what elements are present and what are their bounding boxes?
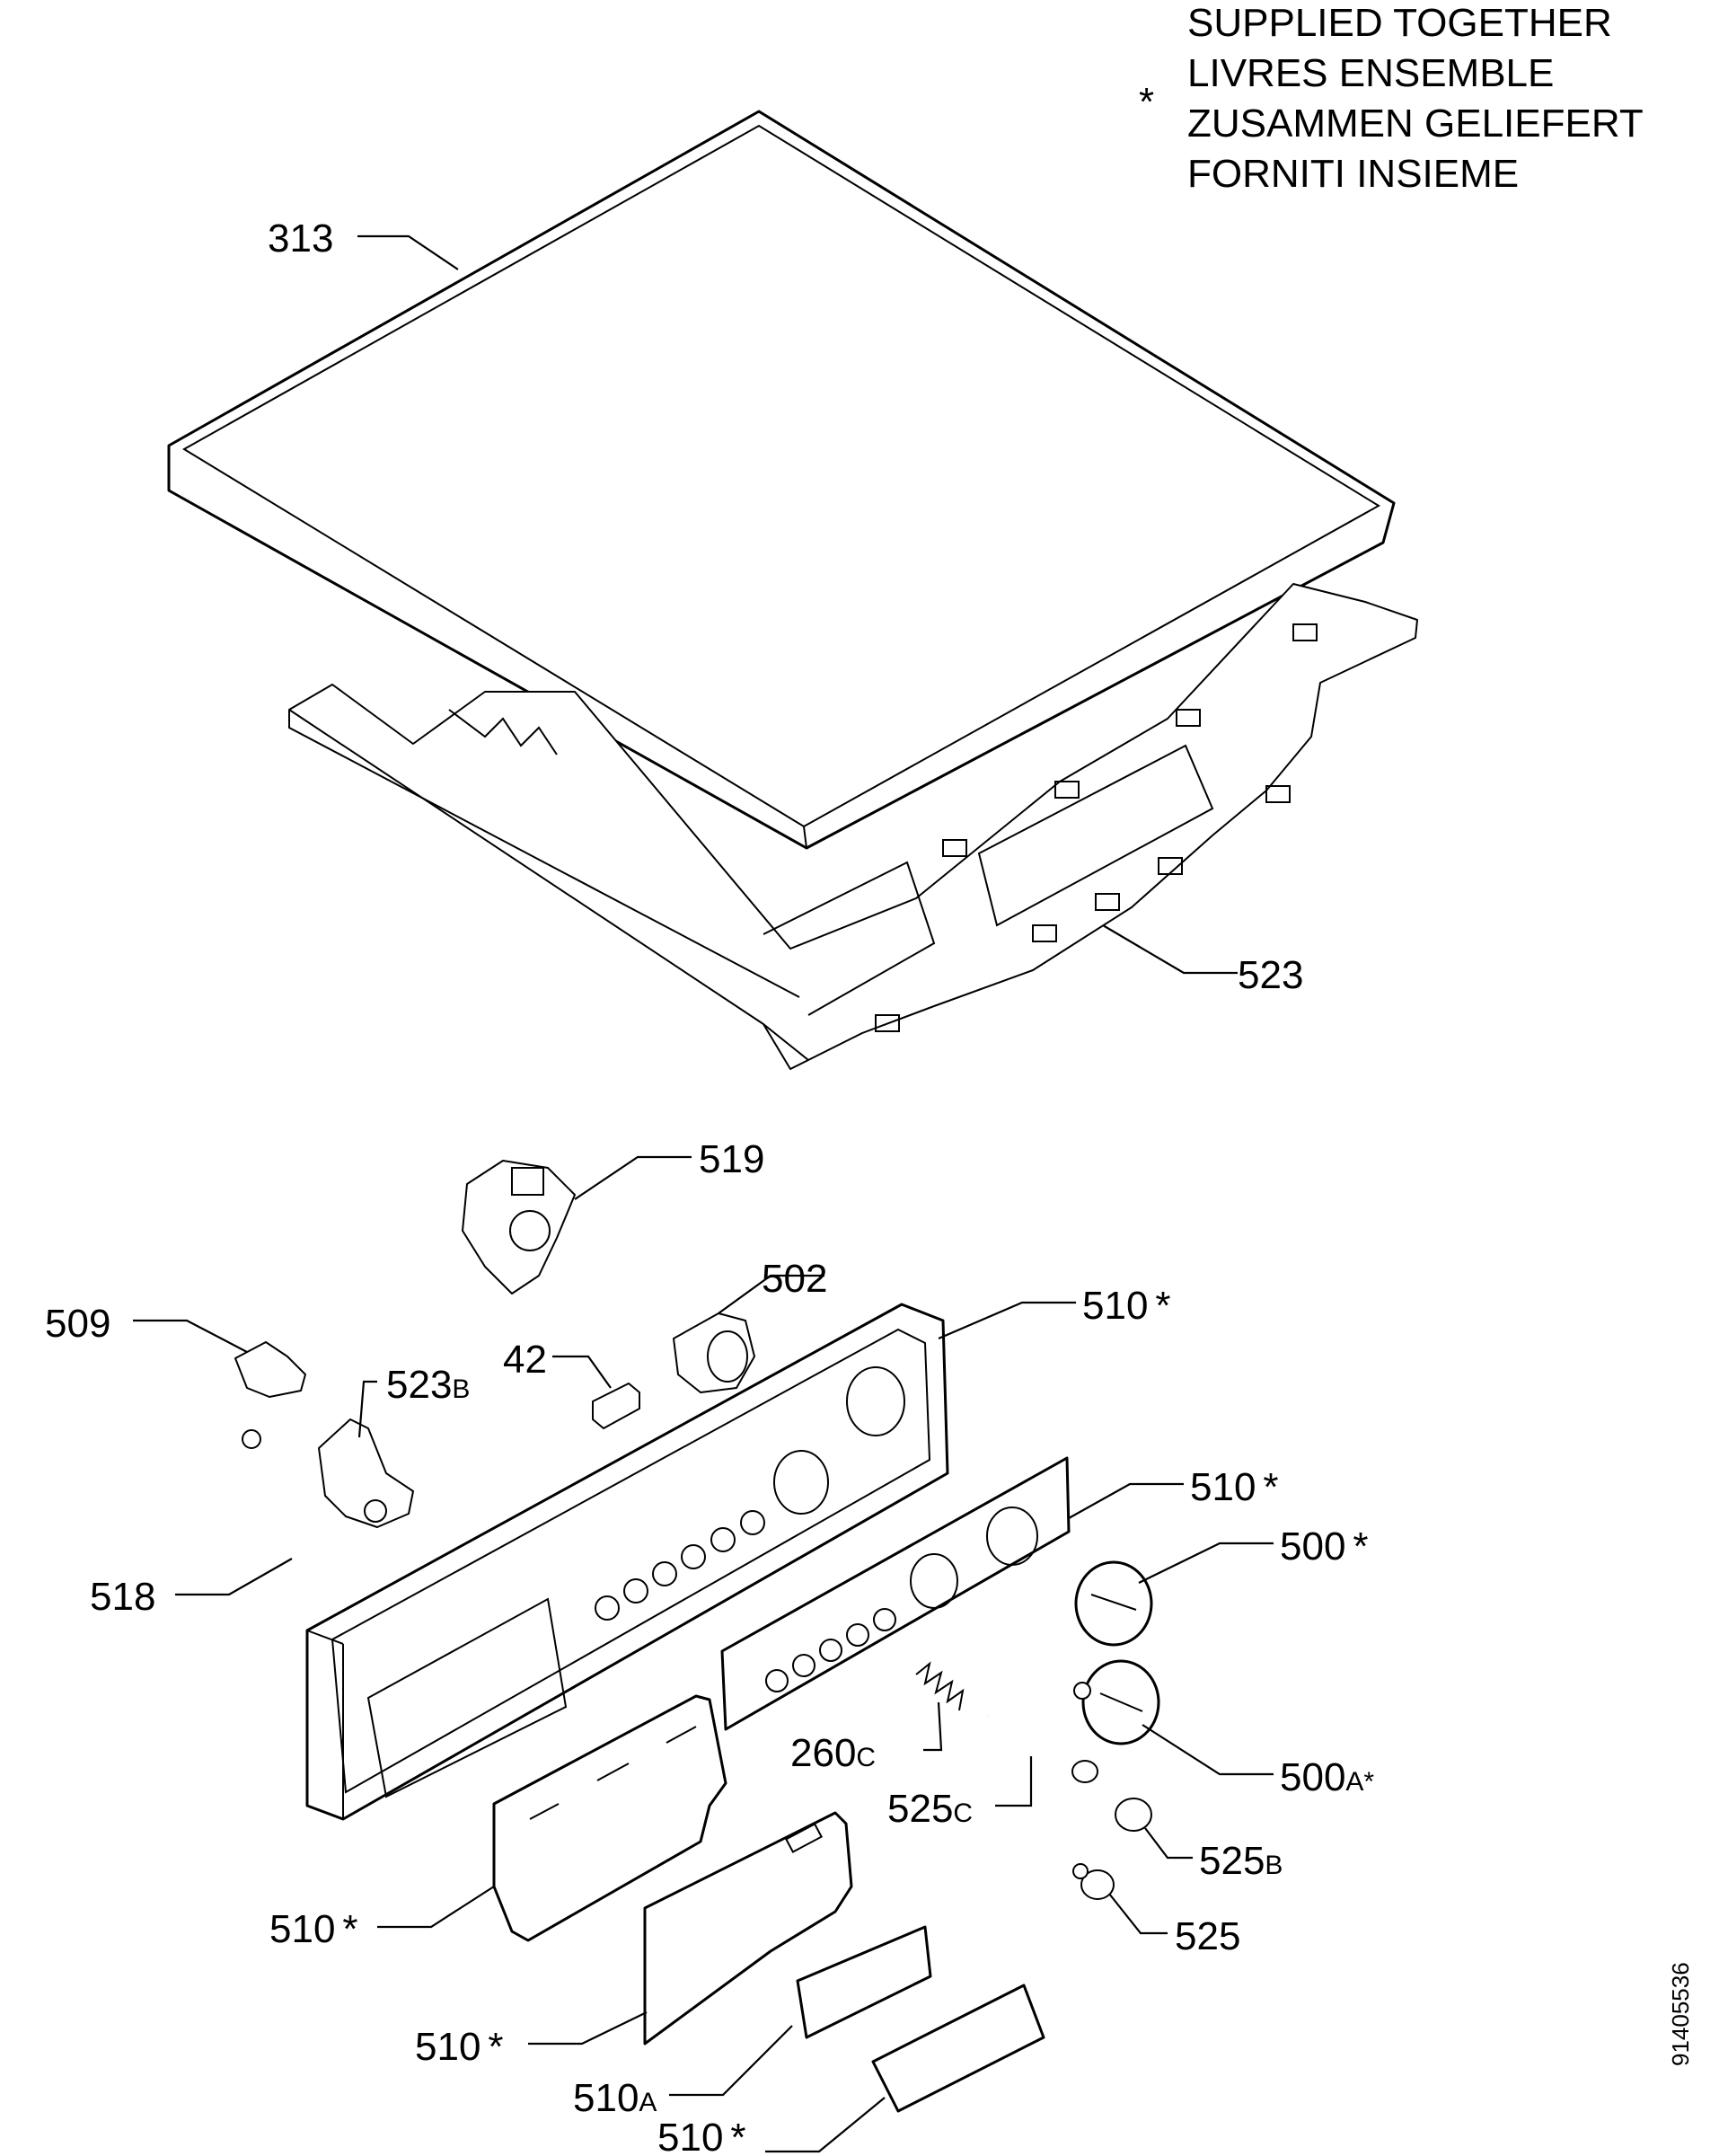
part-500a-knob xyxy=(1073,1659,1160,1745)
part-502 xyxy=(673,1312,755,1393)
label-260c: 260C xyxy=(790,1731,876,1775)
part-525c-shaft xyxy=(987,1714,1098,1783)
legend-line-1: SUPPLIED TOGETHER xyxy=(1187,1,1612,45)
label-509: 509 xyxy=(45,1302,110,1346)
part-500-knob xyxy=(1074,1560,1153,1647)
label-523b: 523B xyxy=(386,1363,470,1407)
label-510-c: 510* xyxy=(269,1907,358,1951)
label-510a: 510A xyxy=(573,2076,657,2120)
part-510-control-panel xyxy=(305,1303,949,1821)
legend-asterisk: * xyxy=(1139,80,1154,124)
part-519 xyxy=(462,1160,576,1294)
label-510-b: 510* xyxy=(1190,1465,1279,1509)
legend-line-3: ZUSAMMEN GELIEFERT xyxy=(1187,102,1644,146)
part-260c-spring xyxy=(915,1661,965,1711)
part-523-frame xyxy=(288,583,1418,1070)
legend-line-2: LIVRES ENSEMBLE xyxy=(1187,51,1554,95)
part-42 xyxy=(592,1383,640,1429)
label-518: 518 xyxy=(90,1575,155,1619)
leader-lines xyxy=(133,234,1274,2153)
label-502: 502 xyxy=(762,1257,827,1301)
part-523b xyxy=(318,1418,414,1528)
part-510-overlay-panel xyxy=(720,1456,1071,1731)
label-42: 42 xyxy=(503,1338,547,1382)
legend-line-4: FORNITI INSIEME xyxy=(1187,152,1519,196)
part-525b xyxy=(1115,1798,1152,1832)
label-500: 500* xyxy=(1280,1524,1369,1568)
document-number: 91405536 xyxy=(1667,1962,1694,2066)
label-525: 525 xyxy=(1175,1914,1240,1958)
part-510-flap xyxy=(871,1984,1045,2113)
part-510-dispenser-drawer xyxy=(492,1694,727,1942)
legend: * SUPPLIED TOGETHER LIVRES ENSEMBLE ZUSA… xyxy=(1139,1,1644,196)
part-510-drawer-cover xyxy=(643,1811,853,2046)
part-509 xyxy=(234,1341,306,1398)
label-523: 523 xyxy=(1238,953,1303,997)
label-510-d: 510* xyxy=(415,2025,504,2069)
label-519: 519 xyxy=(699,1137,764,1181)
part-313-top-lid xyxy=(167,110,1396,850)
part-510a-insert xyxy=(796,1925,932,2039)
part-525 xyxy=(1072,1863,1115,1900)
label-525b: 525B xyxy=(1199,1839,1283,1883)
part-labels: 313 523 519 502 510* 509 42 523B 510* 50… xyxy=(45,216,1374,2156)
part-518-rod xyxy=(242,1429,339,1632)
label-510-e: 510* xyxy=(657,2116,746,2156)
label-313: 313 xyxy=(268,216,333,261)
label-525c: 525C xyxy=(887,1787,973,1831)
label-510-a: 510* xyxy=(1082,1284,1171,1328)
label-500a: 500A* xyxy=(1280,1755,1374,1799)
